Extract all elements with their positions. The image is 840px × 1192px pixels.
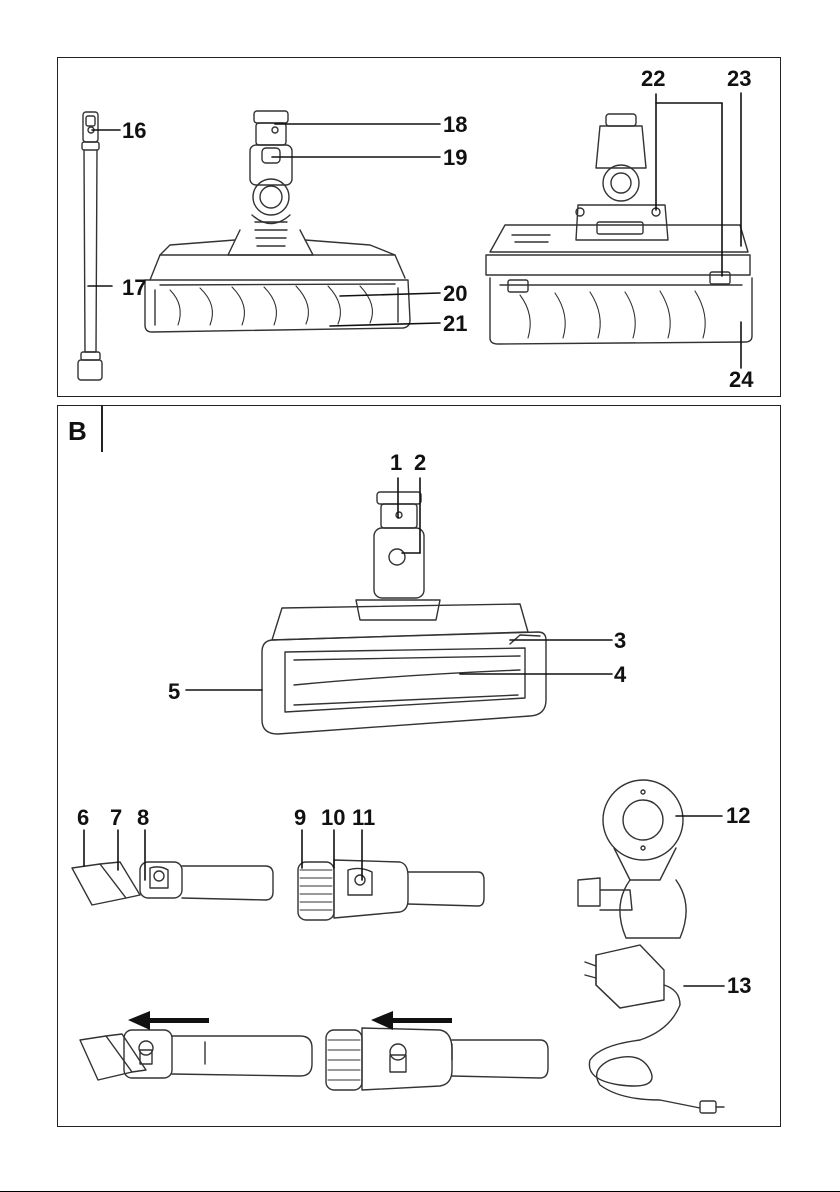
callout-13: 13 [727, 975, 751, 997]
callout-1: 1 [390, 452, 402, 474]
callout-5: 5 [168, 681, 180, 703]
crevice-attach-sequence-illustration [80, 1030, 312, 1080]
floor-head-front-illustration [145, 111, 410, 332]
callout-10: 10 [321, 807, 345, 829]
callout-17: 17 [122, 277, 146, 299]
arrow-left-icon [371, 1011, 452, 1030]
callout-11: 11 [352, 807, 375, 829]
callout-16: 16 [122, 120, 146, 142]
charger-adapter-illustration [585, 945, 724, 1113]
crevice-brush-tool-illustration [72, 862, 273, 905]
callout-21: 21 [443, 313, 467, 335]
callout-18: 18 [443, 114, 467, 136]
extension-tube-illustration [78, 112, 102, 380]
dusting-brush-tool-illustration [298, 860, 484, 920]
dusting-brush-attach-sequence-illustration [326, 1028, 548, 1090]
callout-3: 3 [614, 630, 626, 652]
callout-19: 19 [443, 147, 467, 169]
callout-12: 12 [726, 805, 750, 827]
callout-9: 9 [294, 807, 306, 829]
wall-mount-illustration [578, 780, 686, 938]
callout-8: 8 [137, 807, 149, 829]
callout-7: 7 [110, 807, 122, 829]
floor-head-rear-illustration [486, 114, 752, 344]
callout-6: 6 [77, 807, 89, 829]
motorized-floor-head-illustration [262, 492, 546, 734]
callout-24: 24 [729, 369, 753, 391]
arrow-left-icon [128, 1011, 209, 1030]
callout-20: 20 [443, 283, 467, 305]
callout-22: 22 [641, 68, 665, 90]
callout-4: 4 [614, 664, 626, 686]
callout-2: 2 [414, 452, 426, 474]
callout-23: 23 [727, 68, 751, 90]
